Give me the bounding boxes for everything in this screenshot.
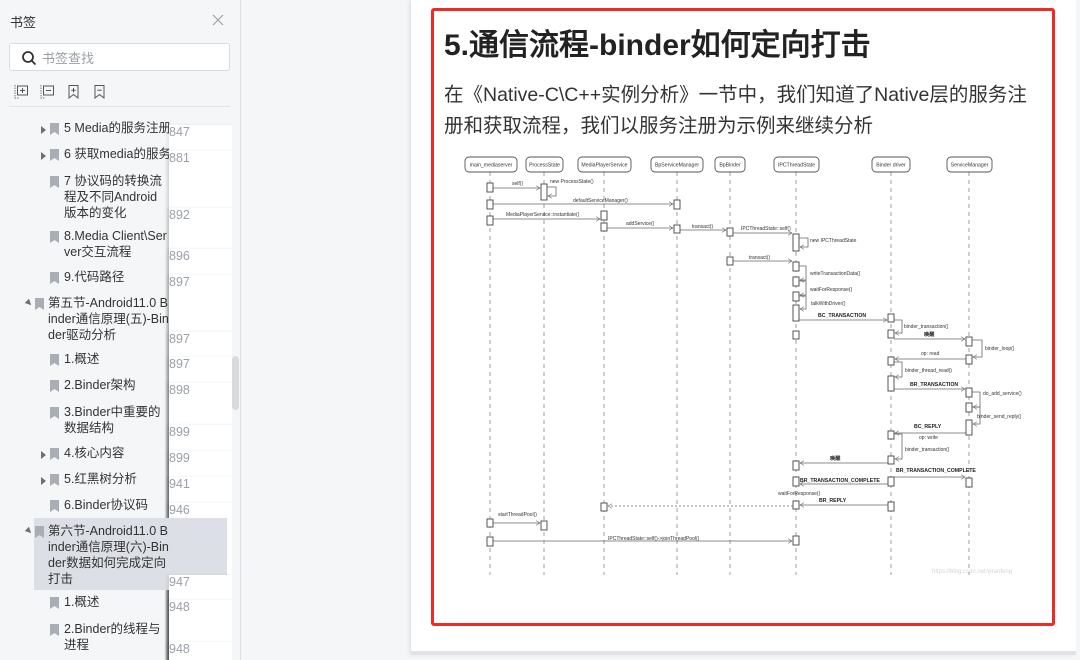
bookmark-label: 1.概述 [64, 595, 100, 609]
bookmark-icon [50, 474, 59, 486]
bookmark-icon [50, 231, 59, 243]
bookmark-label: 1.概述 [64, 352, 100, 366]
close-icon[interactable] [210, 12, 226, 28]
pdf-page: 5.通信流程-binder如何定向打击 在《Native-C\C++实例分析》一… [411, 0, 1076, 655]
bookmark-label: 7 协议码的转换流程及不同Android版本的变化 [64, 174, 162, 220]
bookmark-icon [50, 354, 59, 366]
collapse-all-icon[interactable] [40, 84, 55, 99]
bookmark-item[interactable]: 6.Binder协议码 946 [0, 497, 232, 660]
search-icon [22, 51, 37, 66]
bookmark-icon [50, 407, 59, 419]
bookmark-item[interactable]: 3.Binder中重要的数据结构 899 [0, 404, 232, 660]
bookmark-item[interactable]: 4.核心内容 899 [0, 445, 232, 660]
bookmark-icon [50, 500, 59, 512]
bookmark-search-box[interactable] [9, 43, 230, 71]
bookmark-label: 3.Binder中重要的数据结构 [64, 405, 161, 435]
bookmark-item[interactable]: 8.Media Client\Server交互流程 896 [0, 228, 232, 660]
bookmark-label: 9.代码路径 [64, 270, 125, 284]
bookmark-sidebar: 书签 [0, 0, 241, 660]
bookmark-label: 5.红黑树分析 [64, 472, 137, 486]
document-viewer: 5.通信流程-binder如何定向打击 在《Native-C\C++实例分析》一… [242, 0, 1080, 660]
bookmark-item[interactable]: 6 获取media的服务 881 [0, 146, 232, 660]
bookmark-label: 6.Binder协议码 [64, 498, 149, 512]
expand-arrow-icon[interactable] [41, 451, 46, 459]
bookmark-page-number: 948 [169, 642, 232, 660]
expand-arrow-icon[interactable] [41, 126, 46, 134]
bookmark-icon [50, 380, 59, 392]
bookmark-search-input[interactable] [42, 48, 222, 68]
bookmark-section-6[interactable]: 第六节-Android11.0 Binder通信原理(六)-Binder数据如何… [0, 518, 232, 660]
expand-arrow-icon[interactable] [41, 477, 46, 485]
collapse-arrow-icon[interactable] [24, 526, 34, 536]
bookmark-label: 8.Media Client\Server交互流程 [64, 229, 167, 259]
bookmark-section-5[interactable]: 第五节-Android11.0 Binder通信原理(五)-Binder驱动分析… [0, 295, 232, 660]
sidebar-scrollbar[interactable] [232, 356, 239, 410]
highlight-box [431, 8, 1055, 626]
bookmark-icon [50, 272, 59, 284]
bookmark-tree: 5 Media的服务注册 847 6 获取media的服务 881 7 协议码的… [0, 112, 232, 660]
bookmark-item[interactable]: 1.概述 948 [0, 594, 232, 660]
bookmark-icon [50, 624, 59, 636]
section-title: 5.通信流程-binder如何定向打击 [444, 29, 871, 62]
sidebar-title: 书签 [10, 15, 37, 30]
bookmark-label: 2.Binder架构 [64, 378, 136, 392]
remove-bookmark-icon[interactable] [92, 84, 107, 99]
bookmark-label: 4.核心内容 [64, 446, 125, 460]
bookmark-label: 5 Media的服务注册 [64, 121, 171, 135]
bookmark-label: 2.Binder的线程与进程 [64, 622, 161, 652]
expand-arrow-icon[interactable] [41, 152, 46, 160]
collapse-arrow-icon[interactable] [24, 298, 34, 308]
bookmark-item[interactable]: 9.代码路径 897 [0, 269, 232, 660]
bookmark-item[interactable]: 7 协议码的转换流程及不同Android版本的变化 892 [0, 173, 232, 660]
bookmark-icon [50, 149, 59, 161]
divider [9, 106, 230, 107]
bookmark-toolbar [14, 84, 107, 100]
bookmark-label: 6 获取media的服务 [64, 147, 171, 161]
bookmark-icon [50, 448, 59, 460]
bookmark-item[interactable]: 5 Media的服务注册 847 [0, 120, 232, 660]
section-paragraph: 在《Native-C\C++实例分析》一节中，我们知道了Native层的服务注册… [444, 84, 1027, 137]
bookmark-item[interactable]: 1.概述 897 [0, 351, 232, 660]
bookmark-item[interactable]: 2.Binder的线程与进程 948 [0, 621, 232, 660]
bookmark-item[interactable]: 5.红黑树分析 941 [0, 471, 232, 660]
bookmark-icon [50, 123, 59, 135]
bookmark-icon [35, 526, 44, 538]
bookmark-icon [50, 597, 59, 609]
bookmark-icon [35, 298, 44, 310]
expand-all-icon[interactable] [14, 84, 29, 99]
bookmark-item[interactable]: 2.Binder架构 898 [0, 377, 232, 660]
bookmark-label: 第六节-Android11.0 Binder通信原理(六)-Binder数据如何… [48, 524, 169, 586]
add-bookmark-icon[interactable] [66, 84, 81, 99]
bookmark-icon [50, 176, 59, 188]
bookmark-label: 第五节-Android11.0 Binder通信原理(五)-Binder驱动分析 [48, 296, 169, 342]
